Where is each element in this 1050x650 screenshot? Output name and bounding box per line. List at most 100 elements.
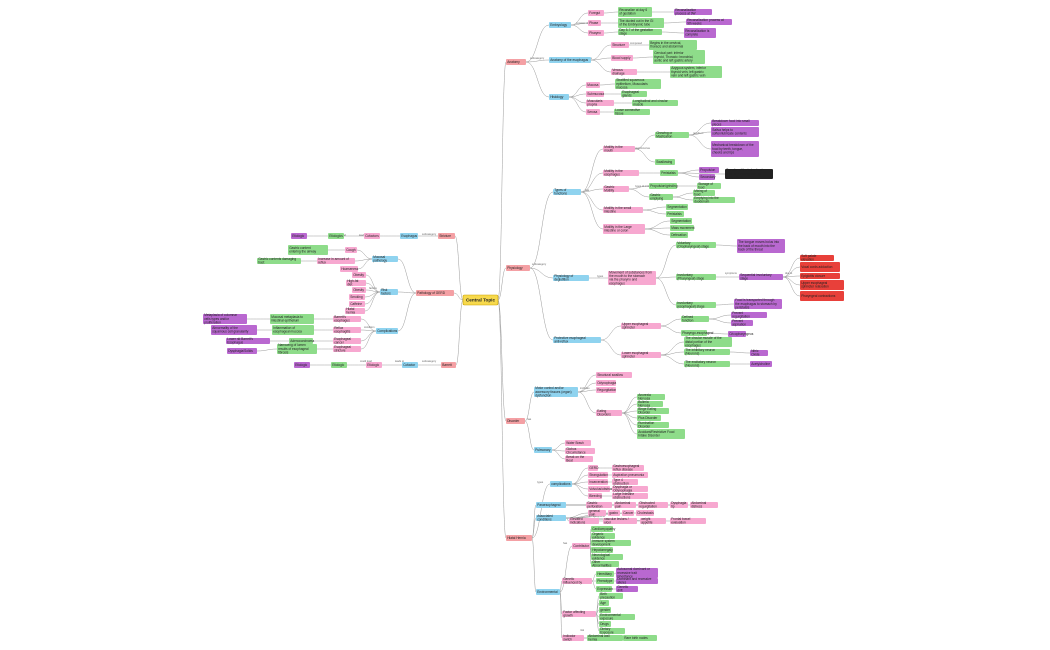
topic-node-d1b[interactable]: Odynophagia	[596, 380, 616, 386]
topic-node-h4a4[interactable]: Hepatomegaly	[591, 547, 613, 553]
topic-node-p2r5[interactable]: Pharyngeal contractions	[800, 291, 844, 301]
topic-node-a3[interactable]: Histology	[549, 94, 569, 100]
topic-node-h1a[interactable]: GERD	[588, 465, 599, 471]
topic-node-h3d[interactable]: Cholestasis	[636, 510, 654, 516]
topic-node-pg2c[interactable]: Obesity	[352, 287, 366, 293]
topic-node-p3a2[interactable]: Pharyngo-esophageal	[681, 330, 714, 336]
topic-node-p3b3[interactable]: The excitatory neuron(Neurons)	[684, 360, 730, 368]
topic-node-p1c1[interactable]: Propulsion/grinding	[649, 183, 678, 189]
topic-node-h3c[interactable]: Cancer	[622, 510, 634, 516]
topic-node-s[interactable]: Stricture	[438, 233, 455, 239]
topic-node-p1e2[interactable]: Mass movement	[670, 225, 695, 231]
topic-node-ba2[interactable]: Etiologic	[366, 362, 382, 368]
topic-node-ba1[interactable]: Cofactor	[402, 362, 418, 368]
topic-node-h4c3[interactable]: gender	[599, 607, 611, 613]
topic-node-h4c5[interactable]: Drugs	[599, 621, 611, 627]
topic-node-h1[interactable]: complications	[550, 481, 572, 487]
topic-node-p1a2[interactable]: Swallowing	[655, 159, 675, 165]
topic-node-ba3[interactable]: Etiologic	[331, 362, 347, 368]
topic-node-p1d1[interactable]: Segmentation	[666, 204, 688, 210]
topic-node-h4b3[interactable]: Expression	[596, 586, 613, 592]
topic-node-h2[interactable]: Paraesophageal	[536, 502, 566, 508]
topic-node-a3b[interactable]: Submucosa	[586, 91, 604, 97]
topic-node-a2[interactable]: Anatomy of the esophagus	[549, 57, 591, 63]
topic-node-pg3c1[interactable]: Adenocarcinoma	[289, 338, 314, 344]
topic-node-p2a2[interactable]: Involuntary(Pharyngeal) stage	[676, 273, 716, 281]
topic-node-pg[interactable]: Pathology of GERD	[416, 290, 454, 296]
topic-node-d1d4[interactable]: Pica Disorder	[637, 415, 661, 421]
topic-node-h1d[interactable]: Volvulus/obstruction	[588, 486, 618, 492]
topic-node-s1[interactable]: Esophagus	[400, 233, 418, 239]
topic-node-p3b3a[interactable]: Acetylcholine	[750, 361, 772, 367]
topic-node-pg1b[interactable]: Hoarseness	[340, 266, 359, 272]
topic-node-h4d2[interactable]: Rare birth nodes	[623, 635, 657, 641]
topic-node-h[interactable]: Hiatal Hernia	[506, 535, 532, 541]
topic-node-pg2a[interactable]: Obesity	[352, 272, 366, 278]
topic-node-p1b1a[interactable]: Propulsion	[699, 167, 719, 173]
topic-node-a1c[interactable]: Pharynx	[588, 30, 604, 36]
topic-node-p1d2[interactable]: Peristalsis	[666, 211, 684, 217]
topic-node-h1e[interactable]: Bleeding	[588, 493, 602, 499]
topic-node-d1c[interactable]: Regurgitation	[596, 387, 616, 393]
topic-node-a3d[interactable]: Serosa	[586, 109, 600, 115]
topic-node-a1b[interactable]: Phase	[588, 20, 601, 26]
topic-node-pg3[interactable]: Complications	[376, 328, 398, 334]
central-topic-node[interactable]: Central Topic	[462, 294, 499, 306]
topic-node-s4[interactable]: Etiologic	[291, 233, 307, 239]
topic-node-a2b[interactable]: Blood supply	[611, 55, 633, 61]
topic-node-h4b1[interactable]: Hereditary	[596, 571, 614, 577]
topic-node-d2[interactable]: Pulmonary	[534, 447, 552, 453]
topic-node-p2a3[interactable]: Involuntary(esophageal) stage	[676, 301, 716, 309]
topic-node-pg2e[interactable]: Caffeine	[349, 301, 365, 307]
